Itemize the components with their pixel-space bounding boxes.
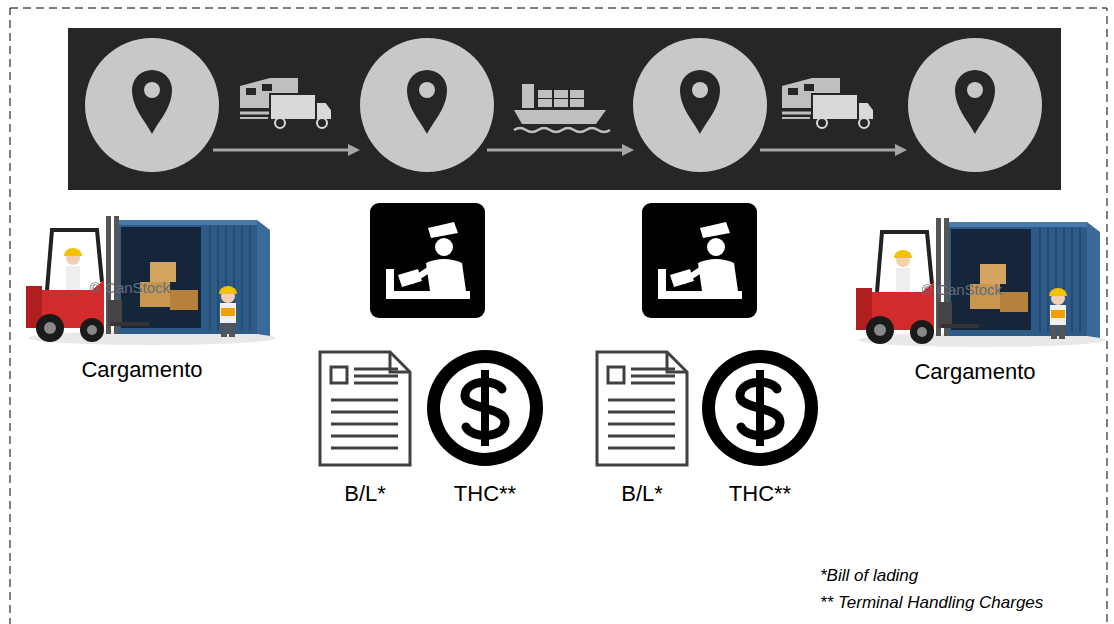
route-stop (360, 38, 494, 172)
route-arrow (622, 144, 634, 156)
charge-label: THC** (454, 481, 516, 506)
dollar-icon (702, 350, 818, 466)
location-pin (132, 70, 172, 134)
document-icon (597, 352, 687, 465)
document-label: B/L* (344, 481, 386, 506)
route-stop (908, 38, 1042, 172)
ship-icon (514, 84, 610, 132)
route-arrow (895, 144, 907, 156)
route-arrow (760, 149, 897, 152)
route-arrow (487, 149, 624, 152)
forklift-illustration (26, 216, 276, 345)
footnote: *Bill of lading (820, 566, 918, 586)
route-band (68, 28, 1061, 190)
footnote: ** Terminal Handling Charges (820, 593, 1043, 613)
route-stop (85, 38, 219, 172)
location-pin (407, 70, 447, 134)
location-pin (955, 70, 995, 134)
watermark: © CanStock (922, 281, 1002, 298)
charge-label: THC** (729, 481, 791, 506)
location-pin (680, 70, 720, 134)
route-arrow (213, 149, 350, 152)
document-label: B/L* (621, 481, 663, 506)
route-stop (633, 38, 767, 172)
route-arrow (213, 144, 907, 156)
watermark: © CanStock (90, 279, 170, 296)
forklift-illustration (856, 218, 1106, 347)
cargo-label: Cargamento (914, 359, 1035, 384)
document-icon (320, 352, 410, 465)
dashed-frame (10, 8, 1107, 624)
dollar-icon (427, 350, 543, 466)
route-stop (85, 38, 1042, 172)
train-truck-icon (782, 78, 874, 128)
customs-officer-icon (642, 203, 757, 318)
route-arrow (348, 144, 360, 156)
cargo-label: Cargamento (81, 357, 202, 382)
customs-officer-icon (370, 203, 485, 318)
train-truck-icon (240, 78, 332, 128)
